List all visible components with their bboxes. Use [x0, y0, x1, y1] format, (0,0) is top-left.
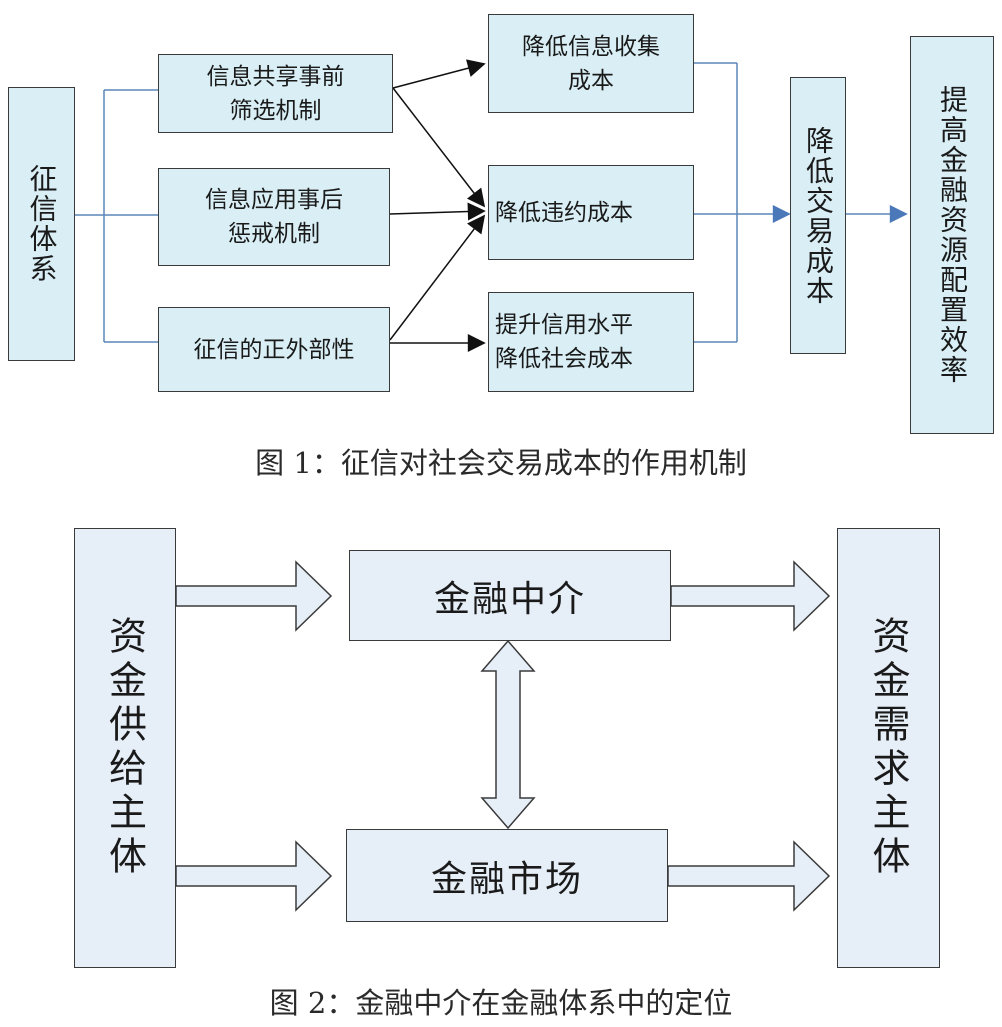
arrow-externality-to-default	[389, 214, 486, 341]
supply-to-intermediary-arrow	[175, 560, 333, 632]
arrow-screening-to-collection	[392, 59, 486, 89]
arrow-screening-to-default	[392, 87, 486, 208]
reduce-default-cost-box: 降低违约成本	[488, 165, 694, 260]
intermediary-market-double-arrow	[480, 639, 536, 830]
supply-to-market-arrow	[175, 840, 333, 912]
fund-demand-box: 资金需求主体	[837, 528, 940, 968]
financial-market-box: 金融市场	[346, 829, 668, 922]
source-bracket	[75, 89, 158, 343]
improve-credit-level-box: 提升信用水平 降低社会成本	[488, 292, 694, 392]
improve-allocation-efficiency-box: 提高金融资源配置效率	[910, 36, 994, 434]
figure1-caption: 图 1：征信对社会交易成本的作用机制	[255, 446, 747, 480]
fund-supply-box: 资金供给主体	[74, 528, 176, 968]
ex-post-punishment-box: 信息应用事后 惩戒机制	[158, 168, 390, 266]
intermediary-to-demand-arrow	[670, 560, 831, 632]
credit-system-box: 征信体系	[8, 87, 75, 361]
arrow-punishment-to-default	[389, 202, 486, 221]
ex-ante-screening-box: 信息共享事前 筛选机制	[158, 54, 393, 133]
cost-bracket	[694, 62, 738, 343]
financial-intermediary-box: 金融中介	[349, 550, 671, 641]
reduce-transaction-cost-box: 降低交易成本	[790, 77, 846, 354]
positive-externality-box: 征信的正外部性	[158, 307, 390, 392]
figure2-caption: 图 2：金融中介在金融体系中的定位	[269, 986, 733, 1020]
reduce-collection-cost-box: 降低信息收集 成本	[488, 14, 694, 113]
market-to-demand-arrow	[667, 840, 831, 912]
